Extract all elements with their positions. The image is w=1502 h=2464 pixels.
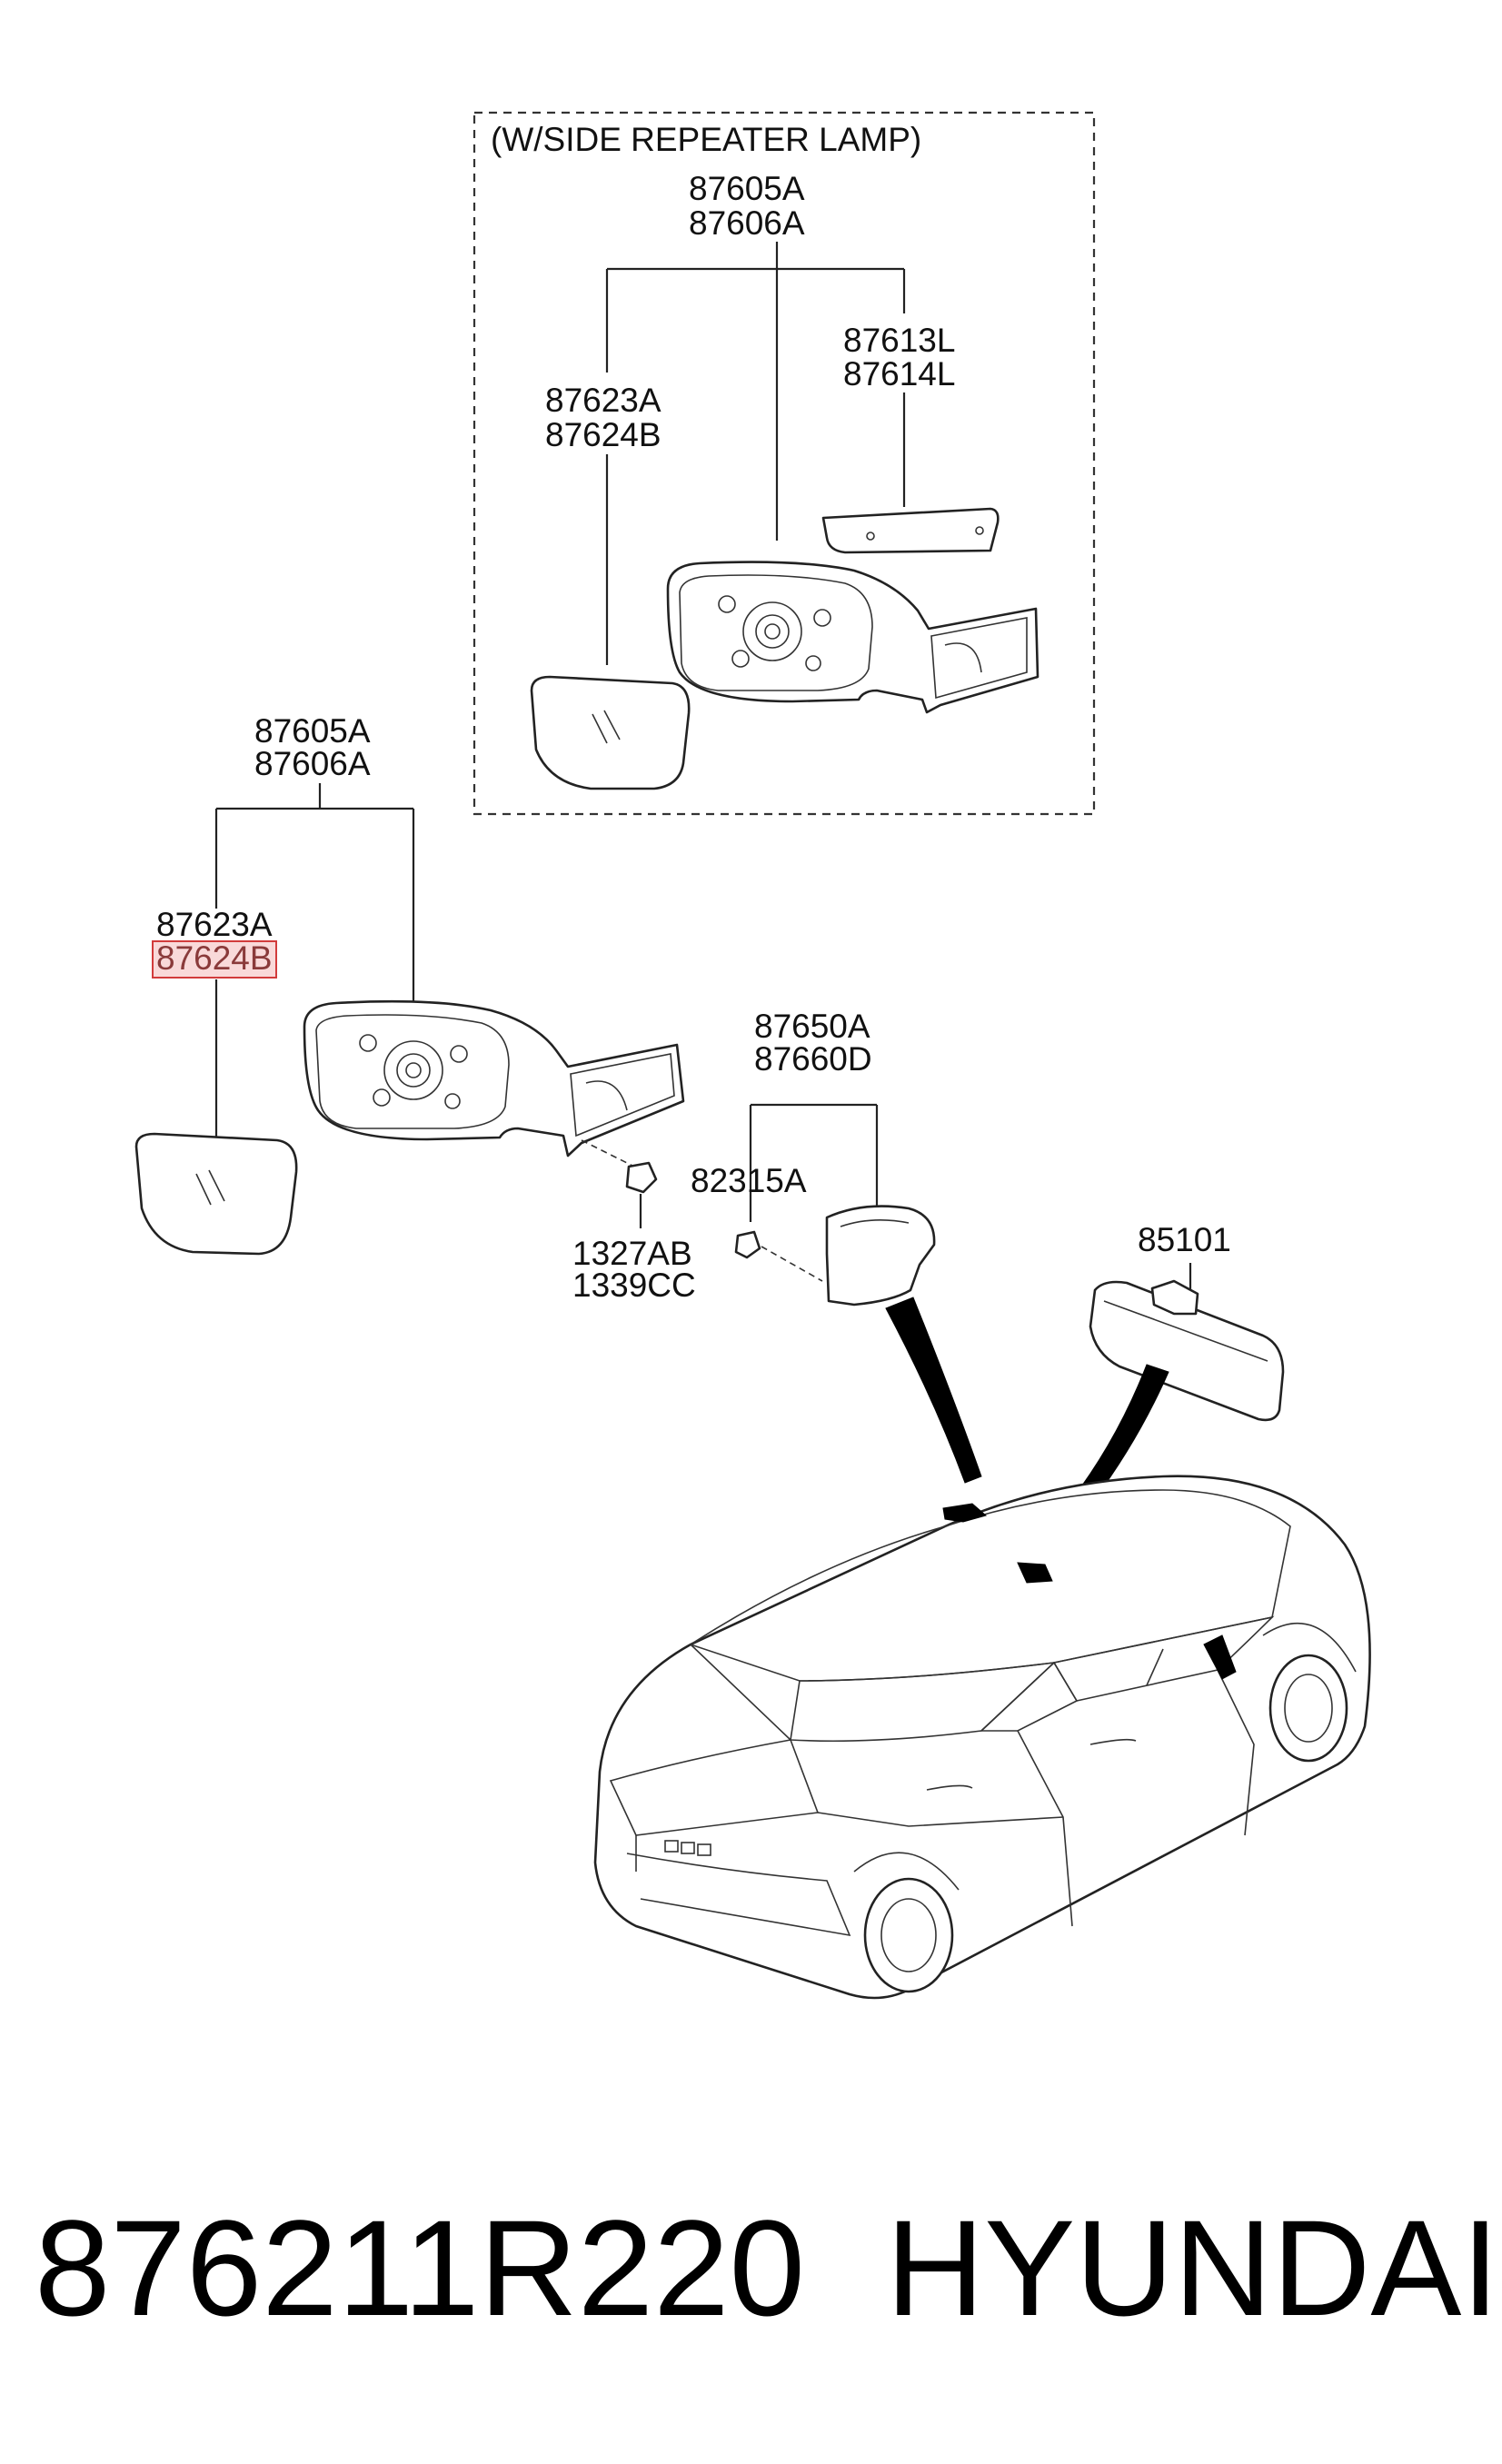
- inset-title: (W/SIDE REPEATER LAMP): [491, 121, 921, 158]
- highlighted-part-box[interactable]: [152, 940, 277, 979]
- arrow-to-outside-mirror: [885, 1297, 982, 1484]
- inside-mirror-label: 85101: [1138, 1221, 1231, 1258]
- inset-mirror-housing: [666, 561, 1039, 714]
- glass-label-2-highlighted[interactable]: 87624B: [156, 939, 273, 977]
- cover-assy-label-1: 87650A: [754, 1008, 870, 1045]
- mounting-nut: [625, 1161, 658, 1194]
- footer-brand: HYUNDAI: [886, 2191, 1499, 2344]
- nut-label-2: 1339CC: [572, 1267, 696, 1304]
- cover-assy-label-2: 87660D: [754, 1040, 872, 1078]
- inset-repeater-label-1: 87613L: [843, 322, 955, 359]
- footer-part-number: 876211R220: [35, 2191, 805, 2344]
- cover-assy-group: 87650A 87660D 82315A: [691, 1008, 936, 1307]
- vehicle-illustration: [593, 1475, 1371, 2000]
- inset-repeater-label-2: 87614L: [843, 355, 955, 392]
- mirror-assy-label-2: 87606A: [254, 745, 371, 782]
- mirror-cover: [825, 1205, 936, 1307]
- mirror-housing: [303, 999, 685, 1157]
- glass-label-1: 87623A: [156, 906, 273, 943]
- inset-dashed-border: [472, 111, 1096, 816]
- inset-side-repeater-group: (W/SIDE REPEATER LAMP) 87605A 87606A 876…: [472, 111, 1096, 816]
- mirror-glass: [134, 1132, 298, 1256]
- clip-label: 82315A: [691, 1162, 807, 1199]
- inset-glass-label-1: 87623A: [545, 382, 661, 419]
- main-outside-mirror-group: 87605A 87606A 87623A 87624B: [134, 712, 696, 1304]
- mirror-assy-label-1: 87605A: [254, 712, 371, 750]
- inset-mirror-glass: [530, 675, 691, 790]
- inset-mirror-assy-label-2: 87606A: [689, 204, 805, 242]
- clip: [734, 1230, 761, 1259]
- inset-glass-label-2: 87624B: [545, 416, 661, 453]
- inset-mirror-assy-label-1: 87605A: [689, 170, 805, 207]
- inside-mirror-mount: [1150, 1279, 1199, 1316]
- nut-label-1: 1327AB: [572, 1235, 692, 1272]
- inside-rear-view-mirror: [1089, 1280, 1285, 1422]
- inside-mirror-group: 85101: [1089, 1221, 1285, 1422]
- inset-repeater-lamp: [821, 507, 1000, 554]
